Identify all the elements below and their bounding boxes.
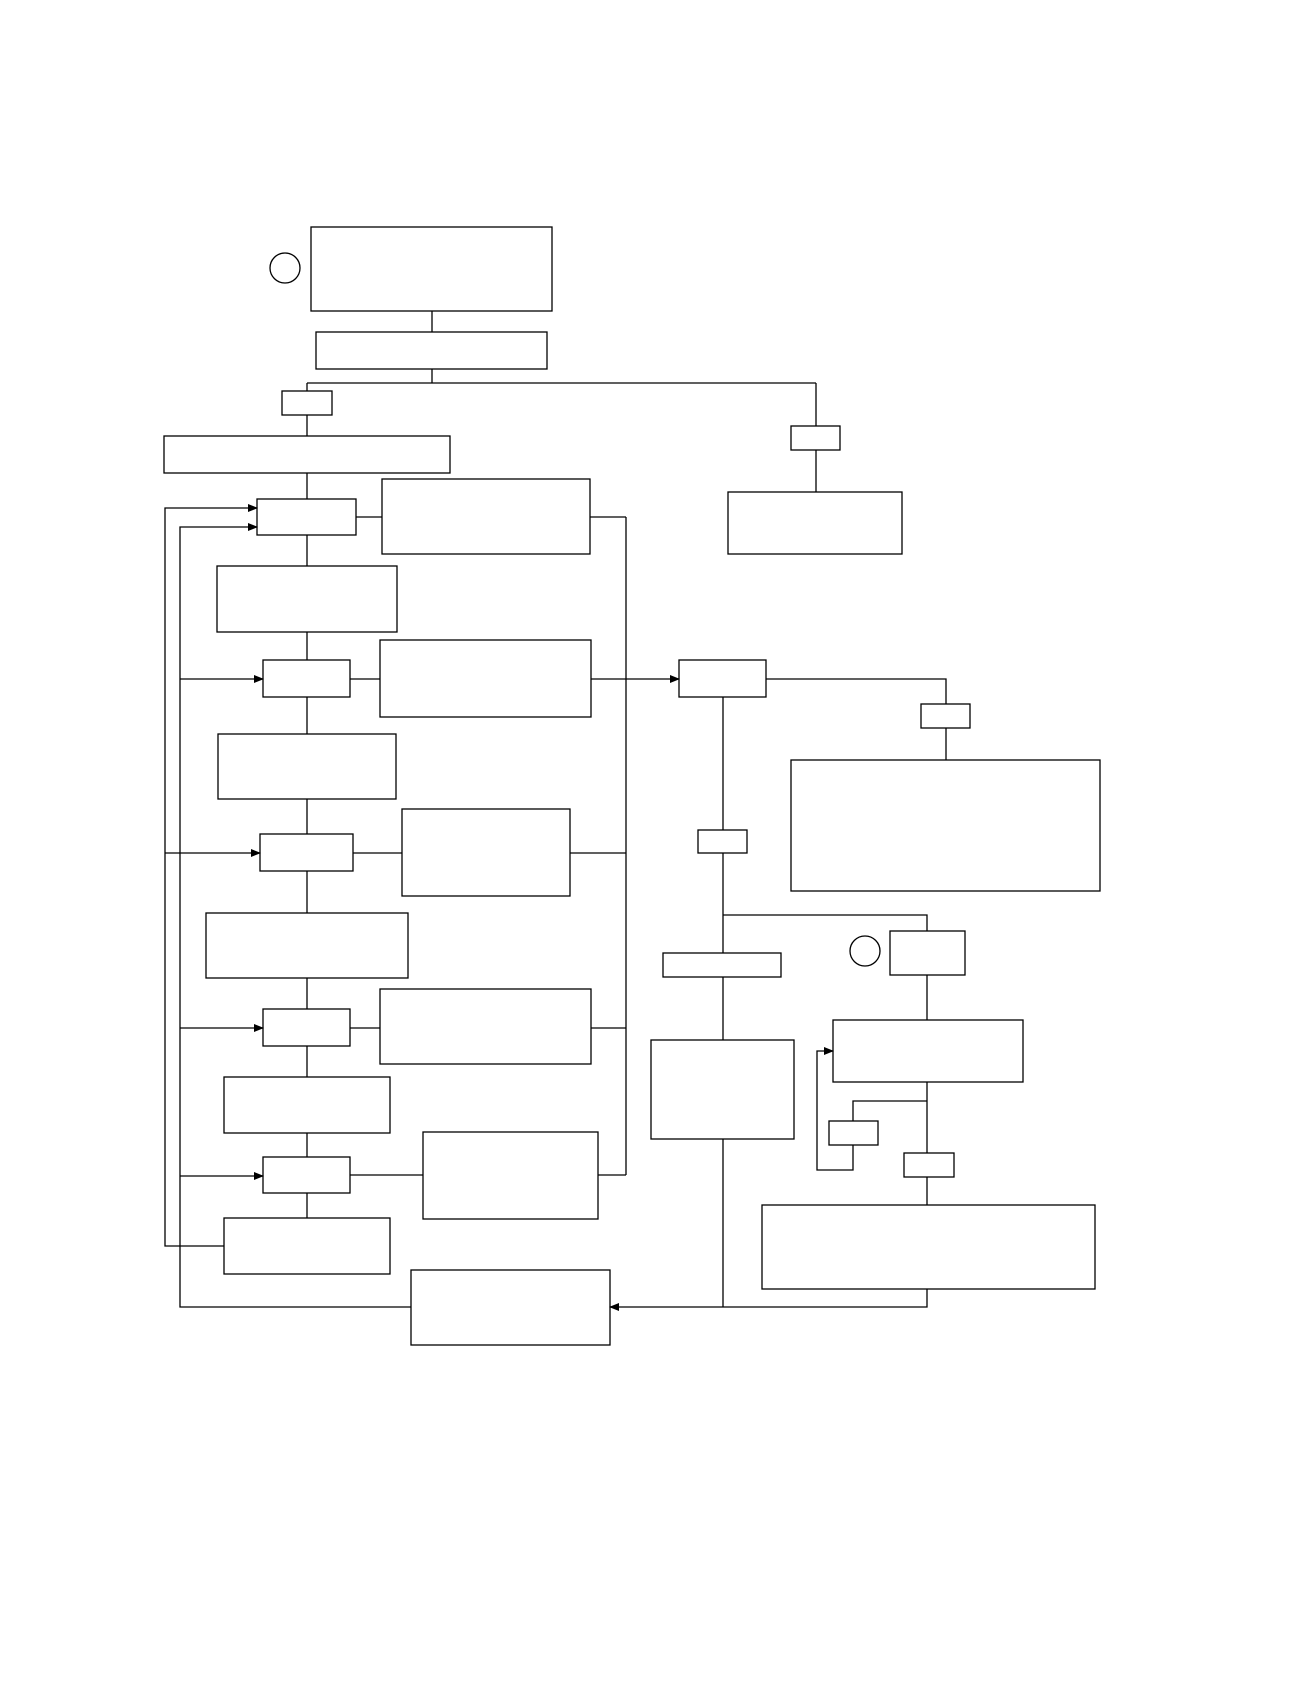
note-box-1 bbox=[381, 478, 591, 555]
large-note-box bbox=[790, 759, 1101, 892]
note-box-3 bbox=[401, 808, 571, 897]
start-box bbox=[310, 226, 553, 312]
decision-box-5 bbox=[262, 1156, 351, 1194]
step-box-5 bbox=[223, 1217, 391, 1275]
hub-box bbox=[678, 659, 767, 698]
right-result-box bbox=[727, 491, 903, 555]
note-box-5 bbox=[422, 1131, 599, 1220]
note-box-4 bbox=[379, 988, 592, 1065]
bottom-wide-box bbox=[761, 1204, 1096, 1290]
feedback-loop-outer bbox=[164, 504, 258, 1247]
decision-box-2 bbox=[262, 659, 351, 698]
connector-loop-back bbox=[816, 1047, 854, 1171]
connector-hub-right bbox=[766, 678, 947, 704]
step-box-4 bbox=[223, 1076, 391, 1134]
feedback-loop-inner bbox=[179, 523, 411, 1308]
label-box-hub-down bbox=[697, 829, 748, 854]
connector-bottom-return bbox=[609, 1289, 928, 1311]
label-box-lower bbox=[903, 1152, 955, 1178]
label-box-left bbox=[281, 390, 333, 416]
connector-circle-top bbox=[269, 252, 301, 284]
connector-loop-branch bbox=[852, 1100, 927, 1121]
tall-process-box bbox=[650, 1039, 795, 1140]
flat-process-box bbox=[662, 952, 782, 978]
wide-process-box bbox=[163, 435, 451, 474]
connector-circle-right bbox=[849, 935, 881, 967]
decision-box-1 bbox=[256, 498, 357, 536]
decision-box-3 bbox=[259, 833, 354, 872]
connector-to-subbranch bbox=[723, 914, 928, 931]
step-box-1 bbox=[216, 565, 398, 633]
loop-process-box bbox=[832, 1019, 1024, 1083]
label-box-hub-right bbox=[920, 703, 971, 729]
process-box-2 bbox=[315, 331, 548, 370]
note-box-2 bbox=[379, 639, 592, 718]
sub-start-box bbox=[889, 930, 966, 976]
label-box-right-top bbox=[790, 425, 841, 451]
loop-label-box bbox=[828, 1120, 879, 1146]
end-box bbox=[410, 1269, 611, 1346]
step-box-2 bbox=[217, 733, 397, 800]
decision-box-4 bbox=[262, 1008, 351, 1047]
step-box-3 bbox=[205, 912, 409, 979]
